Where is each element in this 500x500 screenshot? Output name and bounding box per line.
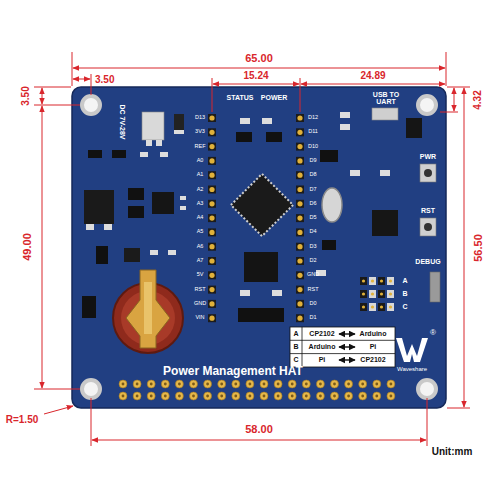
pin-name: A3 <box>197 201 204 207</box>
board-title: Power Management HAT <box>163 364 303 378</box>
dimension-label: 24.89 <box>360 71 385 82</box>
pin-name: D0 <box>309 301 316 307</box>
pin-name: A1 <box>197 172 204 178</box>
pin-name: RST <box>308 287 319 293</box>
dimension-label: 15.24 <box>243 71 268 82</box>
pin-name: A6 <box>197 244 204 250</box>
pcb-board-area: Power Management HAT <box>72 87 446 408</box>
pin-name: D3 <box>309 244 316 250</box>
usb-uart-area <box>340 108 440 302</box>
table-cell: CP2102 <box>360 356 385 363</box>
dimension-label: Unit:mm <box>432 447 473 458</box>
pin-name: VIN <box>195 315 204 321</box>
silkscreen-label: ® <box>430 329 436 337</box>
dimension-lines <box>34 52 470 446</box>
silkscreen-label: A <box>402 277 407 284</box>
dimension-label: 3.50 <box>21 86 32 105</box>
silkscreen-label: C <box>402 303 407 310</box>
pin-name: 3V3 <box>195 129 205 135</box>
silkscreen-label: B <box>402 290 407 297</box>
table-cell: Arduino <box>360 330 387 337</box>
table-cell: CP2102 <box>309 330 334 337</box>
table-cell: A <box>293 330 298 337</box>
mcu-area <box>231 118 342 322</box>
waveshare-logo <box>396 338 428 362</box>
pin-name: D7 <box>309 187 316 193</box>
mounting-holes <box>82 96 436 398</box>
pin-name: D5 <box>309 215 316 221</box>
silkscreen-label: PWR <box>420 153 436 160</box>
dimension-label: 58.00 <box>245 424 273 436</box>
pin-name: D9 <box>309 158 316 164</box>
silkscreen-label: USB TO UART <box>366 91 406 106</box>
header-pins <box>119 114 395 400</box>
pin-name: A0 <box>197 158 204 164</box>
battery-holder <box>113 270 183 353</box>
pin-name: D6 <box>309 201 316 207</box>
dimension-label: R=1.50 <box>6 415 39 426</box>
pin-name: GND <box>194 301 206 307</box>
jumper-table <box>290 327 395 367</box>
pin-name: A4 <box>197 215 204 221</box>
pin-name: D13 <box>195 115 205 121</box>
pin-name: A2 <box>197 187 204 193</box>
pin-name: D11 <box>308 129 318 135</box>
pin-name: D10 <box>308 144 318 150</box>
table-cell: Pi <box>319 356 326 363</box>
pin-name: 5V <box>197 272 204 278</box>
table-cell: C <box>293 356 298 363</box>
pin-name: D8 <box>309 172 316 178</box>
table-cell: Pi <box>370 343 377 350</box>
pin-name: D12 <box>308 115 318 121</box>
silkscreen-label: DEBUG <box>415 258 440 265</box>
pin-name: RST <box>195 287 206 293</box>
silkscreen-label: RST <box>421 207 435 214</box>
pin-name: GND <box>307 272 319 278</box>
dimension-label: 56.50 <box>473 234 485 262</box>
silkscreen-label: STATUS <box>227 94 254 101</box>
silkscreen-label: Waveshare <box>397 366 427 372</box>
dimension-label: 3.50 <box>95 75 114 86</box>
table-cell: B <box>293 343 298 350</box>
pin-name: A7 <box>197 258 204 264</box>
dimension-label: 65.00 <box>245 53 273 65</box>
pcb-board <box>72 87 446 408</box>
silkscreen-label: DC 7V-28V <box>118 104 125 139</box>
pin-name: D4 <box>309 230 316 236</box>
silkscreen-label: POWER <box>261 94 287 101</box>
pin-name: A5 <box>197 230 204 236</box>
pin-name: D1 <box>309 315 316 321</box>
pin-name: REF <box>195 144 206 150</box>
dimension-label: 49.00 <box>22 233 34 261</box>
pin-name: D2 <box>309 258 316 264</box>
dimension-label: 4.32 <box>473 90 484 109</box>
table-cell: Arduino <box>309 343 336 350</box>
